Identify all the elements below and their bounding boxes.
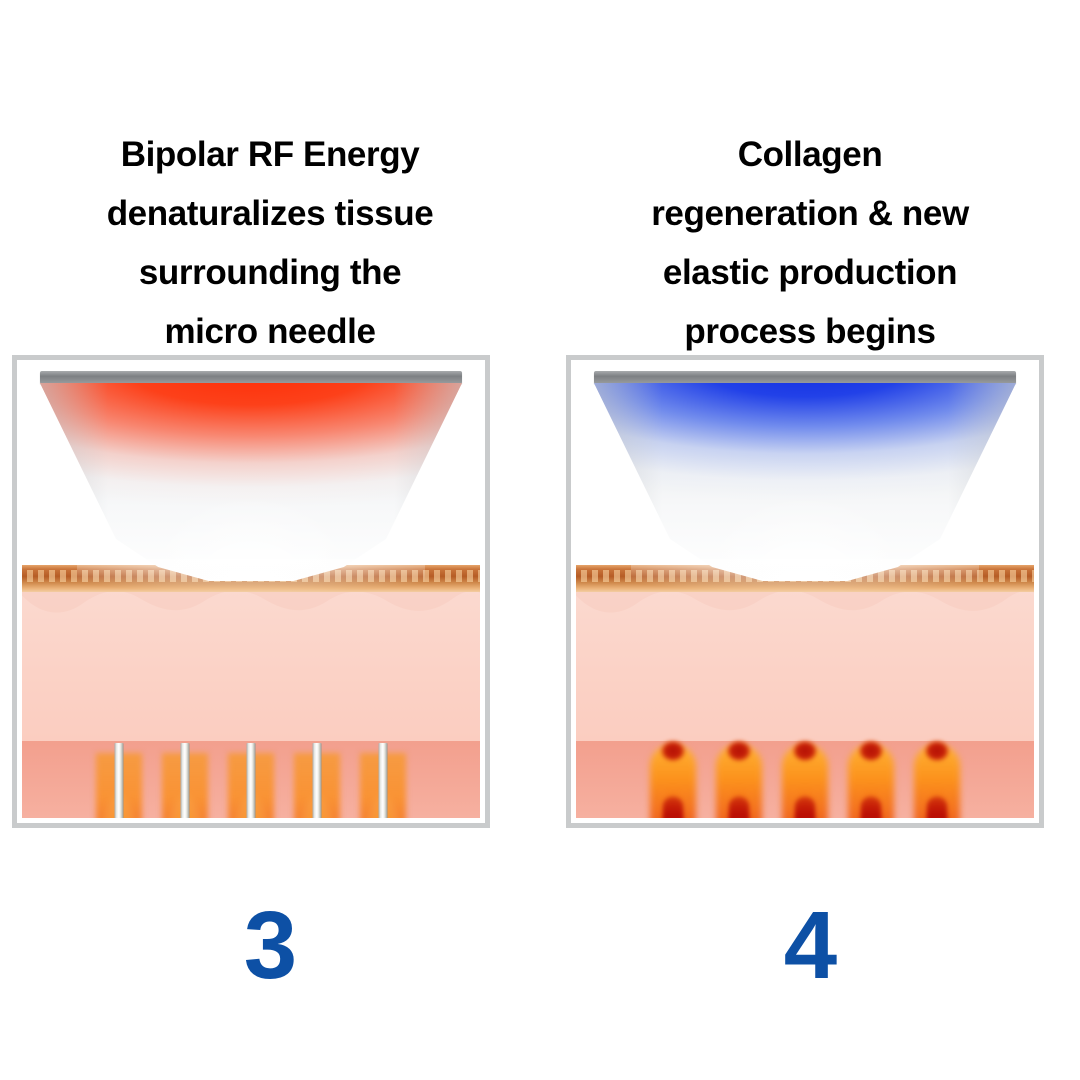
skin-layers xyxy=(22,565,480,818)
step-panel-4: Collagen regeneration & new elastic prod… xyxy=(540,0,1080,1080)
rf-applicator-tip xyxy=(40,371,462,583)
dermis-layer xyxy=(576,591,1034,741)
step-number-4: 4 xyxy=(783,892,837,999)
applicator-edge-left xyxy=(594,383,662,581)
illustration-viewport xyxy=(22,365,480,818)
step-number-3: 3 xyxy=(243,892,297,999)
step-panel-3: Bipolar RF Energy denaturalizes tissue s… xyxy=(12,135,490,996)
illustration-viewport xyxy=(576,365,1034,818)
skin-cross-section-illustration-step-4 xyxy=(566,355,1044,828)
panel-heading-step-4: Collagen regeneration & new elastic prod… xyxy=(651,135,969,352)
panel-heading-step-3: Bipolar RF Energy denaturalizes tissue s… xyxy=(106,135,434,352)
skin-cross-section-illustration-step-3 xyxy=(12,355,490,828)
applicator-cone xyxy=(40,383,462,581)
applicator-edge-right xyxy=(948,383,1016,581)
rf-applicator-tip xyxy=(594,371,1016,583)
applicator-edge-left xyxy=(40,383,108,581)
skin-layers xyxy=(576,565,1034,818)
applicator-cone xyxy=(594,383,1016,581)
applicator-edge-right xyxy=(394,383,462,581)
applicator-contact-glow xyxy=(76,559,426,593)
applicator-mounting-bar xyxy=(40,371,462,384)
dermis-layer xyxy=(22,591,480,741)
applicator-mounting-bar xyxy=(594,371,1016,384)
applicator-contact-glow xyxy=(630,559,980,593)
